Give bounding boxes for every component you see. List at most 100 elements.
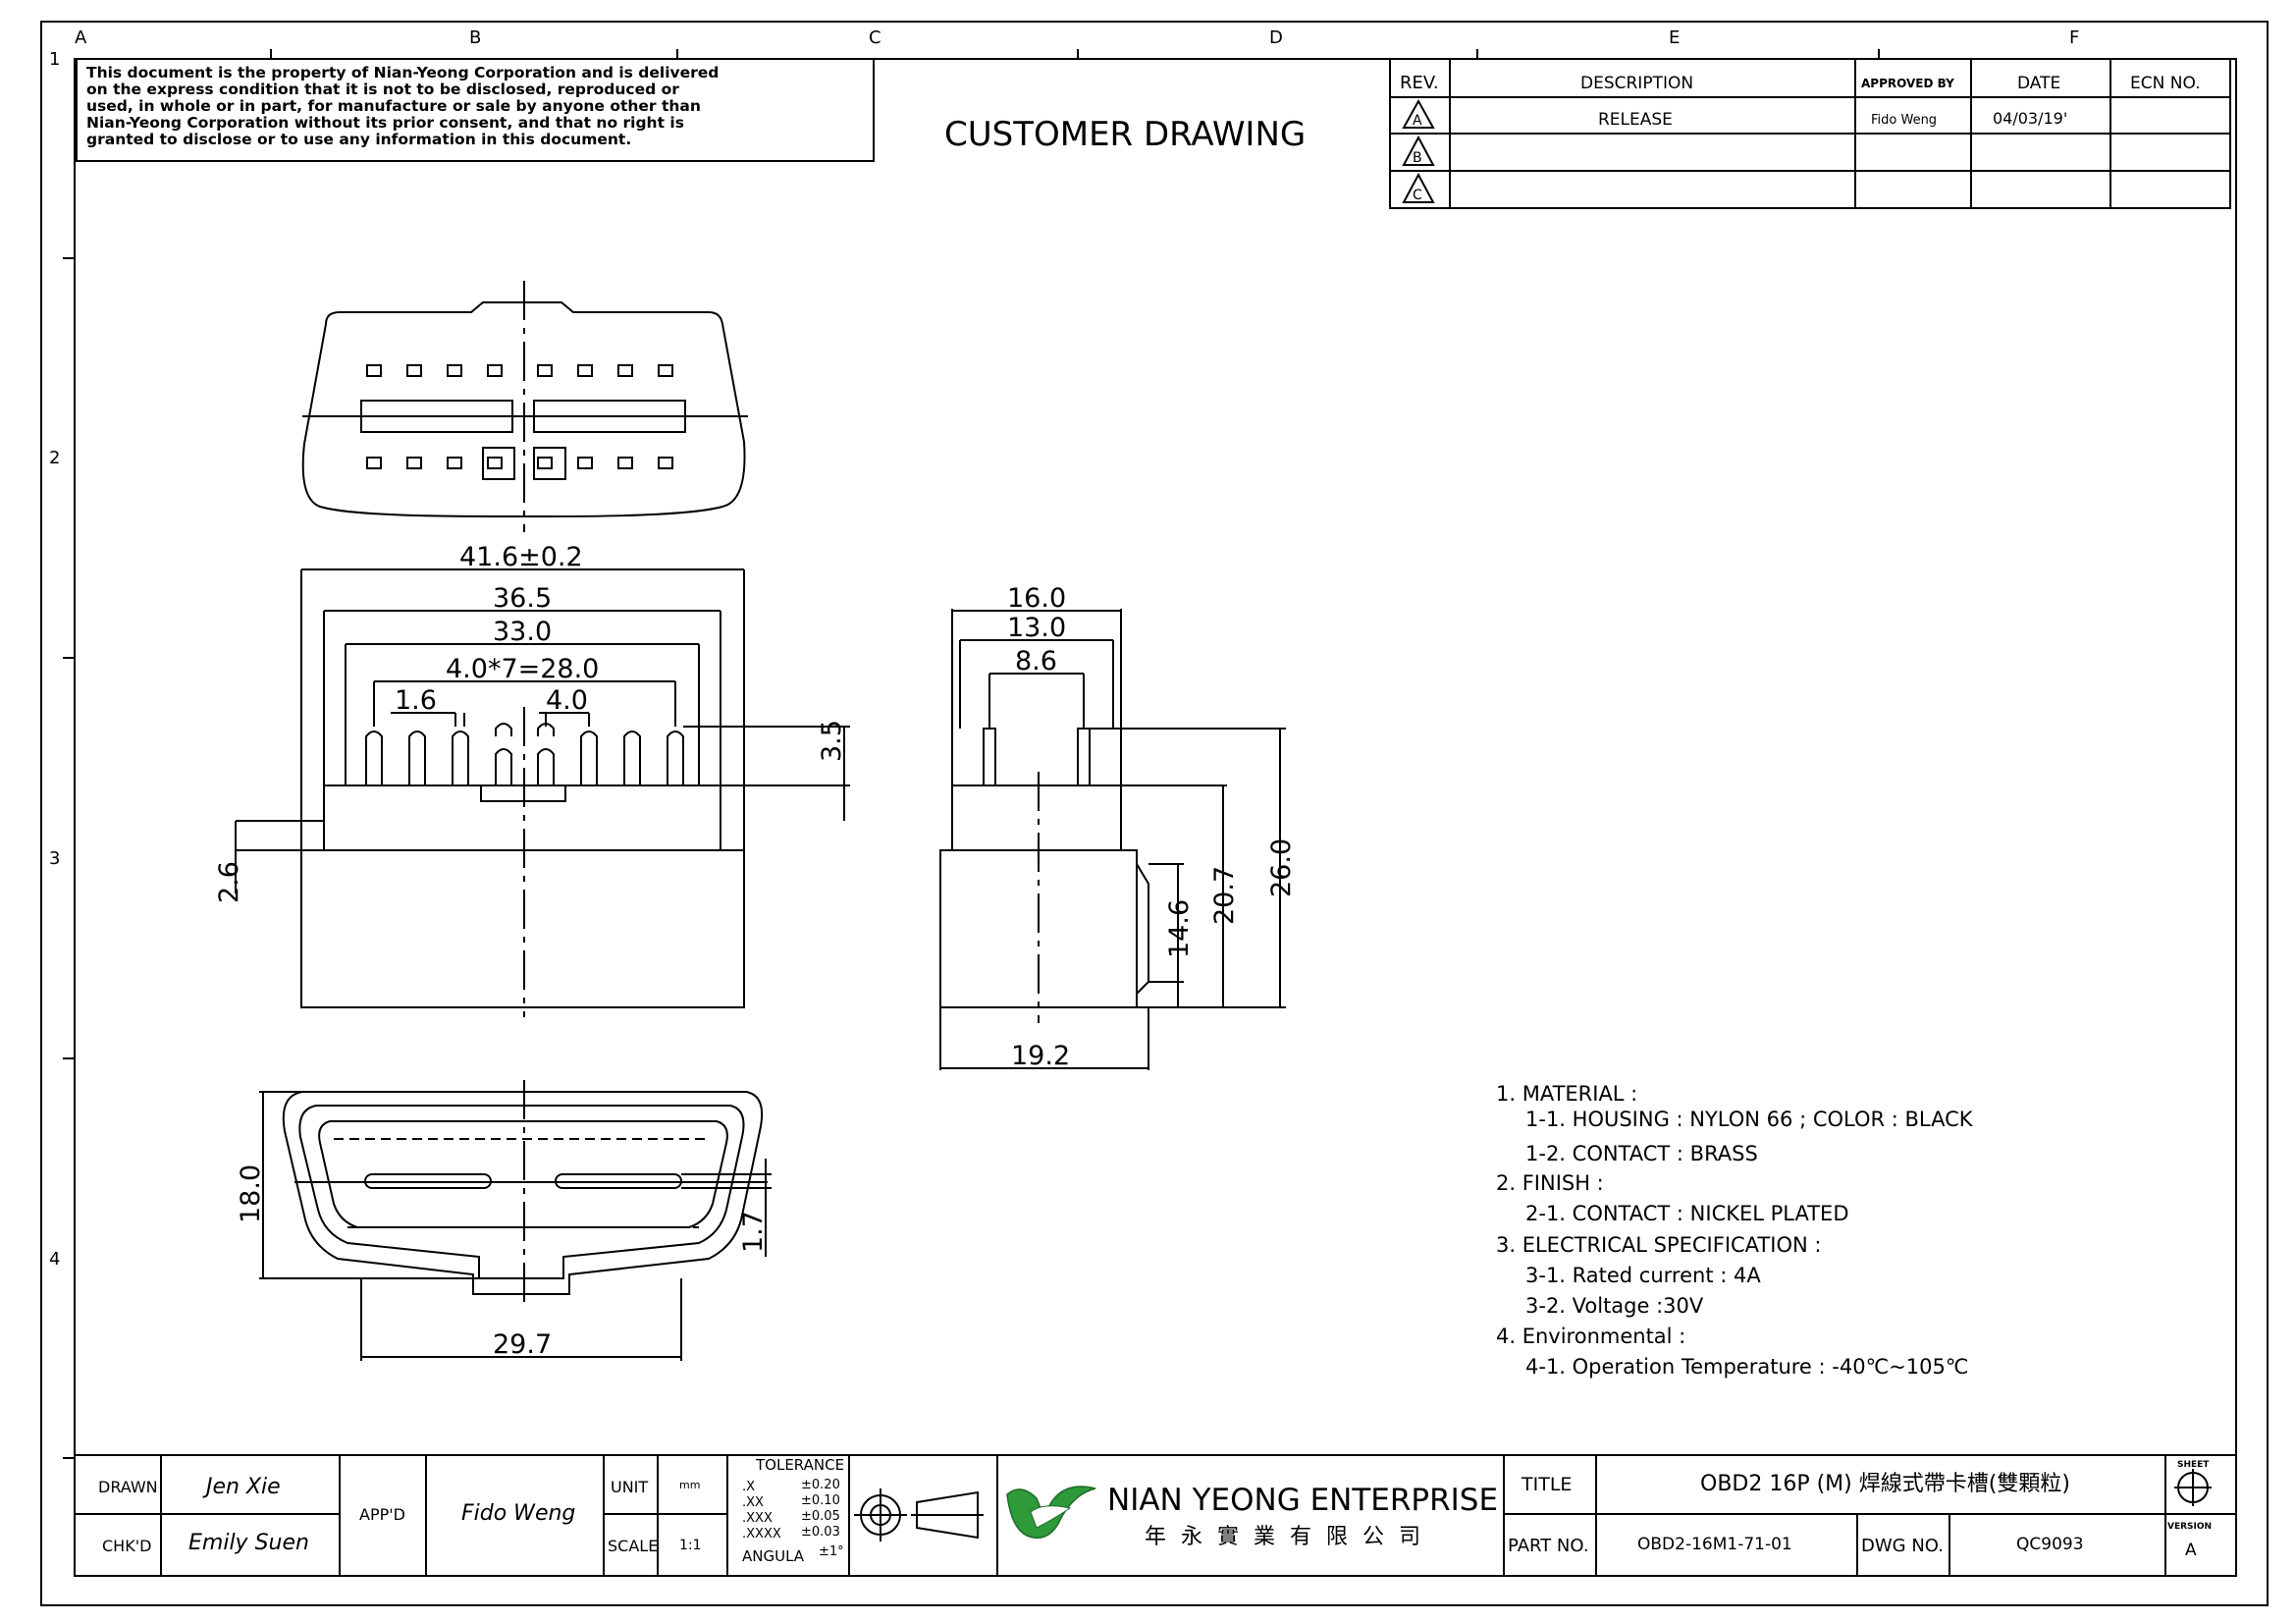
rev-c-letter: C	[1413, 188, 1422, 203]
zone-label-col-b: B	[469, 27, 481, 48]
inner-frame	[74, 58, 2237, 1577]
note-line: 3. ELECTRICAL SPECIFICATION :	[1496, 1233, 1821, 1257]
note-line: 2-1. CONTACT : NICKEL PLATED	[1525, 1202, 1849, 1225]
dim-bottom-17: 1.7	[738, 1211, 769, 1253]
front-view	[301, 281, 748, 532]
revision-table	[1389, 58, 2231, 209]
company-name-chinese: 年 永 實 業 有 限 公 司	[1145, 1525, 1424, 1549]
tolerance-key: .X	[742, 1480, 755, 1494]
tolerance-key: .XX	[742, 1495, 764, 1510]
disclaimer-line: Nian-Yeong Corporation without its prior…	[86, 114, 684, 132]
drawn-value: Jen Xie	[202, 1475, 281, 1499]
sheet-label: SHEET	[2177, 1460, 2210, 1470]
bottom-pin-row	[366, 457, 673, 469]
rev-b-marker: B	[1402, 135, 1435, 166]
description-header: DESCRIPTION	[1580, 74, 1693, 93]
dim-pitch: 4.0	[546, 685, 588, 716]
dim-side-16: 16.0	[1007, 583, 1066, 614]
title-label: TITLE	[1521, 1474, 1572, 1495]
header-title: CUSTOMER DRAWING	[944, 115, 1306, 154]
rev-header: REV.	[1400, 73, 1439, 93]
tolerance-table: TOLERANCE .X ±0.20 .XX ±0.10 .XXX ±0.05 …	[742, 1456, 844, 1565]
tolerance-value: ±0.03	[801, 1525, 840, 1540]
disclaimer-line: on the express condition that it is not …	[86, 81, 679, 98]
rev-a-marker: A	[1402, 98, 1435, 129]
dim-width-33: 33.0	[493, 617, 552, 647]
front-pins	[365, 723, 684, 785]
chkd-value: Emily Suen	[188, 1531, 309, 1555]
dim-side-86: 8.6	[1015, 646, 1057, 676]
tolerance-key: .XXXX	[742, 1527, 781, 1542]
projection-symbol-icon	[854, 1488, 984, 1542]
tolerance-value: ±0.10	[801, 1493, 840, 1508]
scale-value: 1:1	[679, 1538, 702, 1553]
dim-flange: 2.6	[214, 861, 244, 903]
outer-frame	[40, 21, 2269, 1606]
title-value: OBD2 16P (M) 焊線式帶卡槽(雙顆粒)	[1700, 1472, 2070, 1496]
dim-pin-height: 3.5	[817, 720, 847, 762]
disclaimer-line: used, in whole or in part, for manufactu…	[86, 97, 701, 115]
tolerance-label: TOLERANCE	[755, 1456, 844, 1474]
zone-label-row-2: 2	[49, 448, 60, 468]
dim-pitch-total: 4.0*7=28.0	[446, 654, 599, 684]
disclaimer-box	[76, 58, 875, 162]
approved-by-header: APPROVED BY	[1861, 77, 1954, 90]
title-block	[74, 1454, 2237, 1577]
note-line: 1. MATERIAL :	[1496, 1082, 1637, 1106]
dim-side-13: 13.0	[1007, 613, 1066, 643]
scale-label: SCALE	[608, 1537, 658, 1555]
rev-b-letter: B	[1413, 150, 1422, 166]
dim-side-192: 19.2	[1011, 1041, 1070, 1071]
date-header: DATE	[2017, 74, 2060, 93]
unit-label: UNIT	[611, 1478, 648, 1496]
note-line: 1-1. HOUSING : NYLON 66 ; COLOR : BLACK	[1525, 1108, 1974, 1131]
rev-a-approved-by: Fido Weng	[1871, 113, 1937, 128]
dim-bottom-297: 29.7	[493, 1329, 552, 1360]
zone-label-col-e: E	[1669, 27, 1680, 48]
dim-overall-width: 41.6±0.2	[459, 542, 583, 572]
zone-label-row-3: 3	[49, 848, 60, 869]
dwg-no-value: QC9093	[2016, 1535, 2084, 1554]
dim-pin-width: 1.6	[395, 685, 437, 716]
top-pin-row	[366, 364, 673, 377]
tolerance-key: ANGULA	[742, 1547, 805, 1565]
dwg-no-label: DWG NO.	[1861, 1536, 1944, 1556]
part-no-value: OBD2-16M1-71-01	[1637, 1535, 1792, 1554]
ecn-header: ECN NO.	[2130, 74, 2201, 93]
appd-value: Fido Weng	[461, 1501, 575, 1526]
tolerance-value: ±0.20	[801, 1478, 840, 1492]
rev-a-date: 04/03/19'	[1993, 109, 2067, 128]
company-name: NIAN YEONG ENTERPRISE	[1107, 1483, 1498, 1518]
zone-label-row-1: 1	[49, 49, 60, 70]
zone-label-row-4: 4	[49, 1249, 60, 1270]
dim-side-146: 14.6	[1164, 899, 1195, 958]
note-line: 2. FINISH :	[1496, 1171, 1604, 1195]
tolerance-key: .XXX	[742, 1511, 773, 1526]
dim-width-36: 36.5	[493, 583, 552, 614]
part-no-label: PART NO.	[1508, 1536, 1589, 1556]
rev-a-letter: A	[1413, 113, 1422, 129]
zone-ticks	[63, 49, 1880, 1459]
dim-side-260: 26.0	[1266, 839, 1297, 897]
chkd-label: CHK'D	[102, 1537, 151, 1555]
version-label: VERSION	[2167, 1522, 2212, 1532]
front-section-view	[235, 568, 850, 1017]
zone-label-col-c: C	[869, 27, 881, 48]
dim-side-207: 20.7	[1209, 866, 1240, 925]
drawn-label: DRAWN	[98, 1478, 158, 1496]
tolerance-value: ±0.05	[801, 1509, 840, 1524]
zone-label-col-d: D	[1269, 27, 1283, 48]
disclaimer: This document is the property of Nian-Ye…	[86, 64, 719, 148]
sheet-symbol-icon	[2174, 1469, 2212, 1506]
zone-label-col-f: F	[2069, 27, 2079, 48]
bottom-view	[259, 1080, 772, 1361]
side-view	[939, 609, 1286, 1070]
rev-a-description: RELEASE	[1598, 110, 1673, 130]
dim-bottom-180: 18.0	[236, 1164, 266, 1223]
note-line: 3-1. Rated current : 4A	[1525, 1264, 1761, 1287]
rev-c-marker: C	[1402, 172, 1435, 203]
disclaimer-line: This document is the property of Nian-Ye…	[86, 64, 719, 81]
note-line: 4-1. Operation Temperature : -40℃~105℃	[1525, 1355, 1968, 1379]
note-line: 4. Environmental :	[1496, 1325, 1685, 1348]
